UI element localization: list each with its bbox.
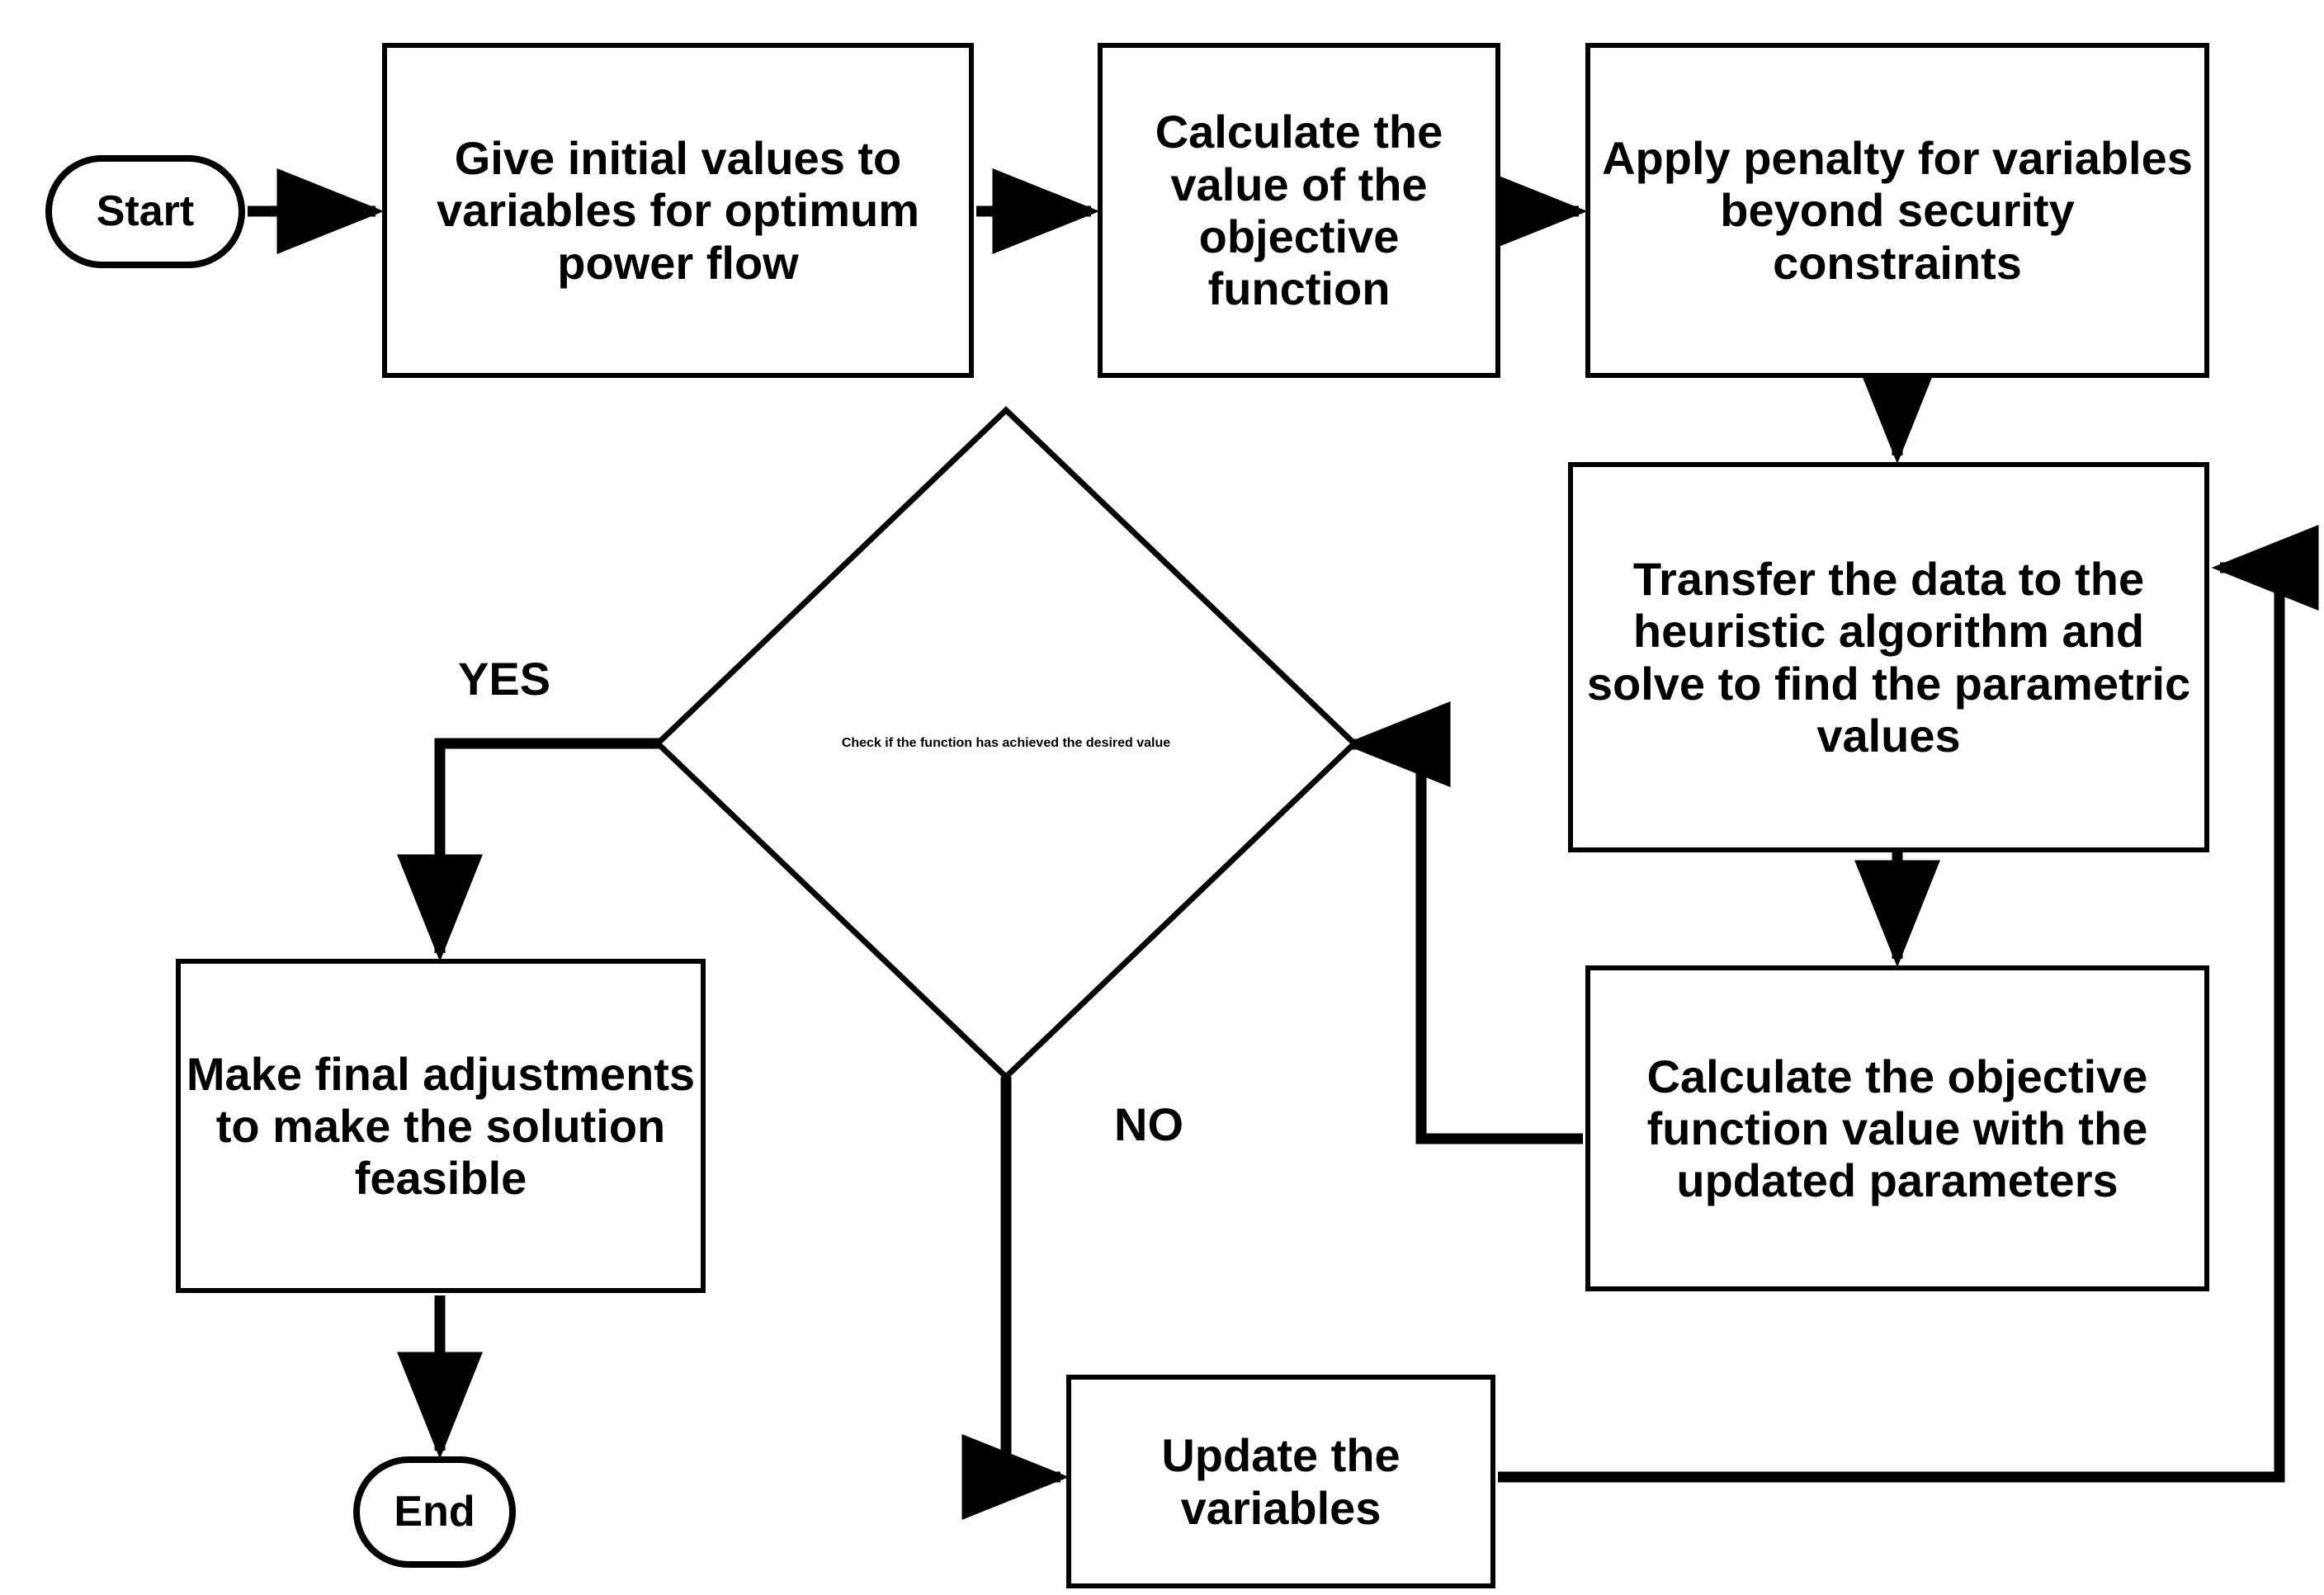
node-make-final-adjustments[interactable]: Make final adjustments to make the solut… — [176, 959, 706, 1293]
edge-check-desired-no-to-update-variables — [961, 1077, 1070, 1520]
node-transfer-data-label: Transfer the data to the heuristic algor… — [1586, 552, 2191, 762]
edge-calculate-updated-to-check-desired — [1343, 701, 1583, 1144]
node-check-desired[interactable]: Check if the function has achieved the d… — [658, 410, 1354, 1077]
node-apply-penalty[interactable]: Apply penalty for variables beyond secur… — [1585, 43, 2209, 378]
node-update-variables-label: Update the variables — [1161, 1429, 1401, 1534]
node-start-label: Start — [96, 186, 195, 235]
node-calculate-objective-label: Calculate the value of the objective fun… — [1155, 106, 1443, 315]
node-check-desired-label: Check if the function has achieved the d… — [841, 736, 1171, 751]
edge-check-desired-yes-to-make-final-adjustments — [397, 738, 664, 962]
node-transfer-data[interactable]: Transfer the data to the heuristic algor… — [1568, 462, 2209, 852]
edge-label-yes: YES — [458, 653, 551, 705]
node-calculate-updated-label: Calculate the objective function value w… — [1646, 1050, 2148, 1207]
node-give-initial-values[interactable]: Give initial values to variables for opt… — [382, 43, 974, 378]
node-calculate-objective[interactable]: Calculate the value of the objective fun… — [1098, 43, 1500, 378]
node-start[interactable]: Start — [45, 155, 245, 268]
node-end-label: End — [394, 1487, 475, 1536]
node-end[interactable]: End — [353, 1456, 516, 1568]
node-give-initial-values-label: Give initial values to variables for opt… — [436, 132, 920, 289]
node-update-variables[interactable]: Update the variables — [1066, 1375, 1495, 1588]
node-make-final-adjustments-label: Make final adjustments to make the solut… — [186, 1047, 696, 1205]
node-calculate-updated[interactable]: Calculate the objective function value w… — [1585, 965, 2209, 1291]
edge-label-no: NO — [1114, 1098, 1183, 1150]
node-apply-penalty-label: Apply penalty for variables beyond secur… — [1602, 132, 2193, 289]
